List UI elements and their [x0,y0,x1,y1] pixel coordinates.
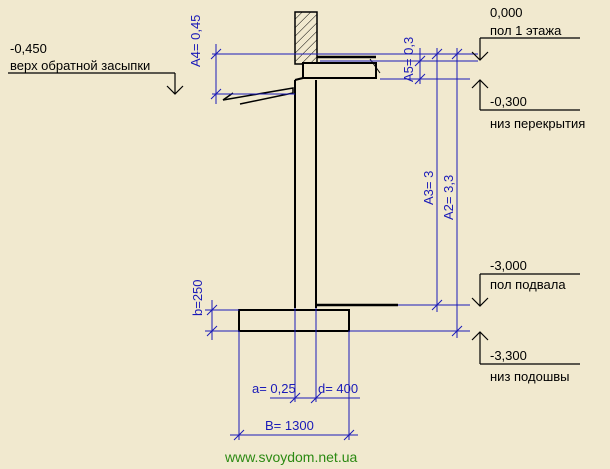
upper-wall-hatched [294,11,318,65]
level-footing-bottom-label: низ подошвы [490,369,570,384]
level-floor1-label: пол 1 этажа [490,23,562,38]
floor-slab [302,62,377,79]
level-floor1-value: 0,000 [490,5,523,20]
level-backfill-value: -0,450 [10,41,47,56]
level-basement-floor-label: пол подвала [490,277,566,292]
dim-a2-label: A2= 3,3 [441,175,456,220]
dim-a5-label: A5= 0,3 [401,37,416,82]
dim-a3-label: A3= 3 [421,171,436,205]
backfill-slope [222,87,294,105]
structure [222,11,398,332]
level-backfill-label: верх обратной засыпки [10,58,150,73]
dim-a-label: a= 0,25 [252,381,296,396]
dim-b-label: b=250 [190,279,205,316]
website-watermark: www.svoydom.net.ua [224,449,357,465]
level-slab-bottom-label: низ перекрытия [490,116,585,131]
dim-b-width-label: B= 1300 [265,418,314,433]
dim-a4-label: A4= 0,45 [188,15,203,67]
footing [238,309,350,332]
level-markers [8,37,580,365]
wall-top-step [294,77,304,81]
level-slab-bottom-value: -0,300 [490,94,527,109]
level-basement-floor-value: -3,000 [490,258,527,273]
level-footing-bottom-value: -3,300 [490,348,527,363]
dimension-lines [205,44,478,441]
dim-d-label: d= 400 [318,381,358,396]
